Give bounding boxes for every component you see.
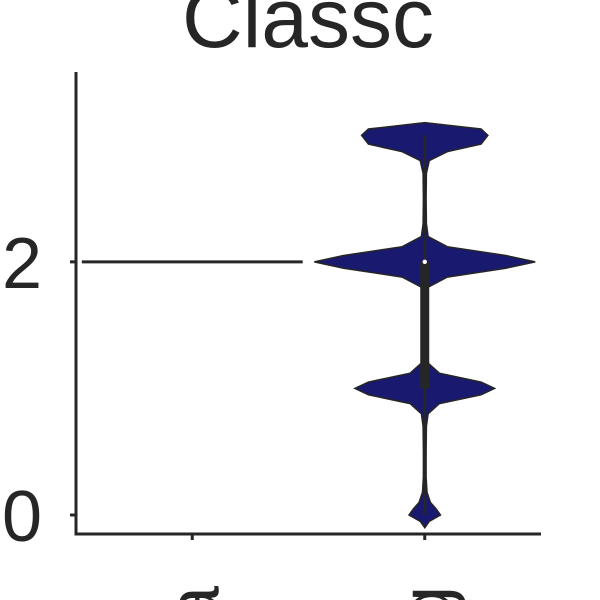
y-ticks: 02: [2, 224, 76, 557]
x-tick-label: a: [154, 585, 234, 600]
y-tick-label: 2: [2, 224, 42, 304]
violin-g-median: [422, 259, 427, 265]
chart-title: Classc: [182, 0, 434, 65]
violins-layer: [81, 121, 536, 529]
y-tick-label: 0: [2, 477, 42, 557]
x-ticks: ag: [154, 534, 467, 600]
x-tick-label: g: [387, 586, 467, 600]
